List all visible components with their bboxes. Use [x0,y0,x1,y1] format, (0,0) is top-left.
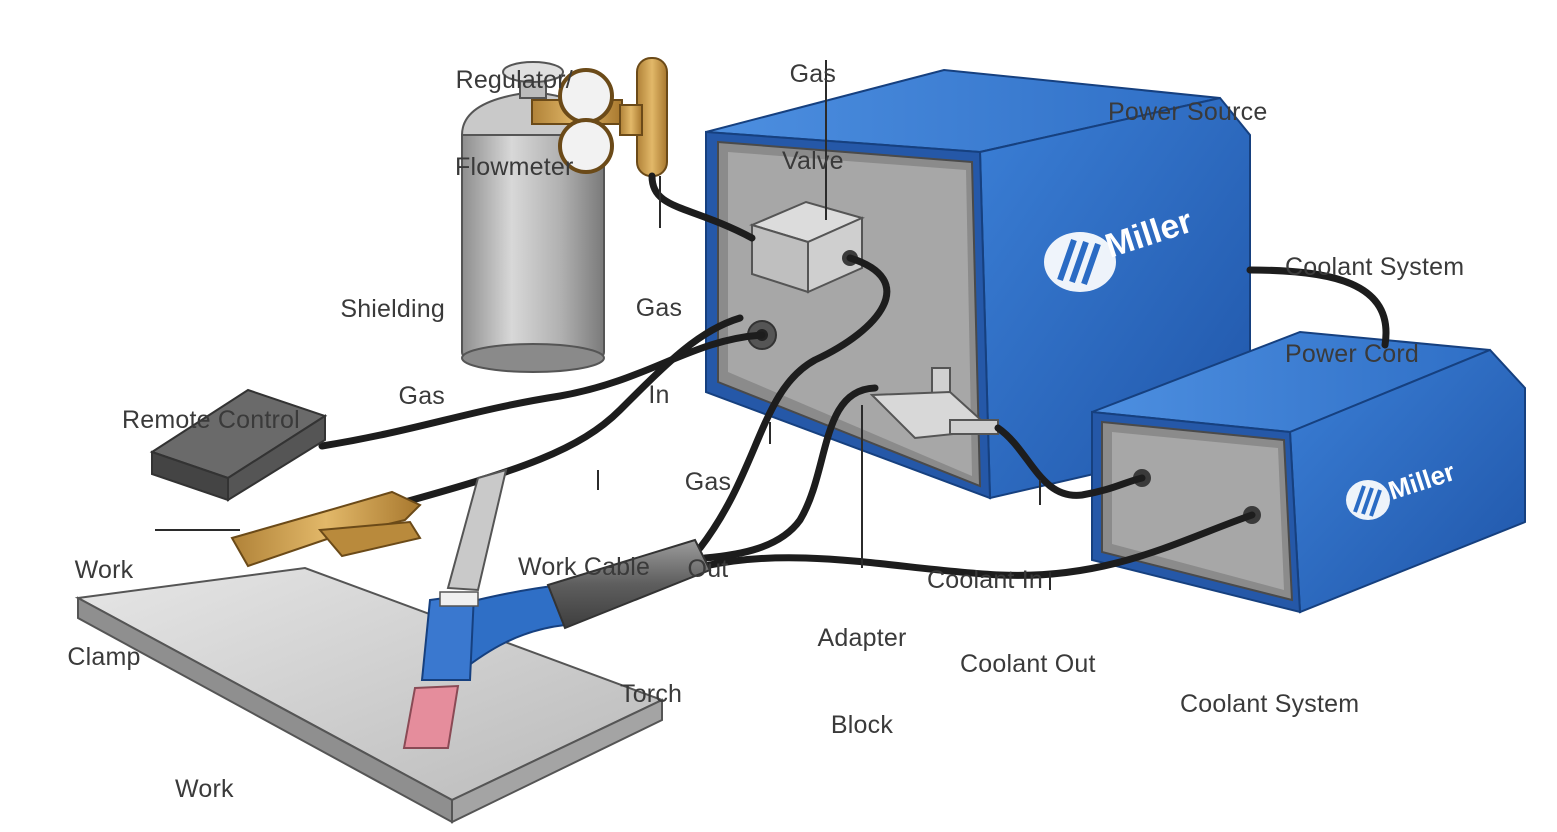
label-line: Shielding [340,295,445,323]
tig-torch [402,468,712,749]
coolant-power-cord [1246,266,1390,349]
work-clamp [230,490,422,568]
gas-in-hose [648,172,756,242]
leader-lines [155,60,1051,590]
label-coolant-system-power-cord: Coolant System Power Cord [1285,195,1464,398]
label-line: Coolant System [1180,690,1360,718]
gas-out-hose [696,254,891,552]
label-work-clamp: Work Clamp [52,498,156,701]
label-line: Torch [620,680,683,708]
coolant-in-hose [994,424,1146,499]
label-line: Gas [789,60,837,88]
label-line: Coolant System [1285,253,1465,281]
label-line: Coolant Out [960,650,1096,678]
label-line: Gas [635,294,683,322]
label-gas-in: Gas In [626,236,692,439]
regulator-flowmeter [531,57,668,177]
label-work-cable: Work Cable [518,495,650,611]
label-power-source: Power Source [1108,40,1267,156]
label-torch: Torch [620,622,682,738]
label-gas-out: Gas Out [672,410,744,613]
torch-power-cable [701,384,879,562]
coolant-out-hose [701,511,1256,579]
label-regulator-flowmeter: Regulator/ Flowmeter [455,8,574,211]
label-line: Regulator/ [455,66,573,94]
label-line: Adapter [817,624,907,652]
label-work: Work [175,717,234,832]
label-line: Flowmeter [455,153,574,181]
label-line: Work [175,775,234,803]
label-line: Work Cable [518,553,651,581]
label-line: Out [687,555,729,583]
label-line: Coolant In [927,566,1043,594]
label-coolant-in: Coolant In [927,508,1043,624]
label-line: Gas [684,468,732,496]
work-plate [74,566,665,824]
label-coolant-system: Coolant System [1180,632,1359,748]
label-coolant-out: Coolant Out [960,592,1096,708]
label-line: Block [830,711,894,739]
label-adapter-block: Adapter Block [806,566,918,769]
label-line: Power Source [1108,98,1268,126]
label-line: Power Cord [1285,340,1419,368]
label-shielding-gas: Shielding Gas [303,237,445,440]
label-line: Valve [782,147,844,175]
label-line: Clamp [67,643,141,671]
label-line: In [648,381,670,409]
remote-cable [318,331,766,450]
label-line: Remote Control [122,406,300,434]
label-remote-control: Remote Control [122,348,300,464]
label-line: Work [74,556,134,584]
power-source [705,68,1251,500]
label-line: Gas [398,382,445,410]
remote-control-pedal [149,388,328,502]
label-gas-valve: Gas Valve [782,2,844,205]
